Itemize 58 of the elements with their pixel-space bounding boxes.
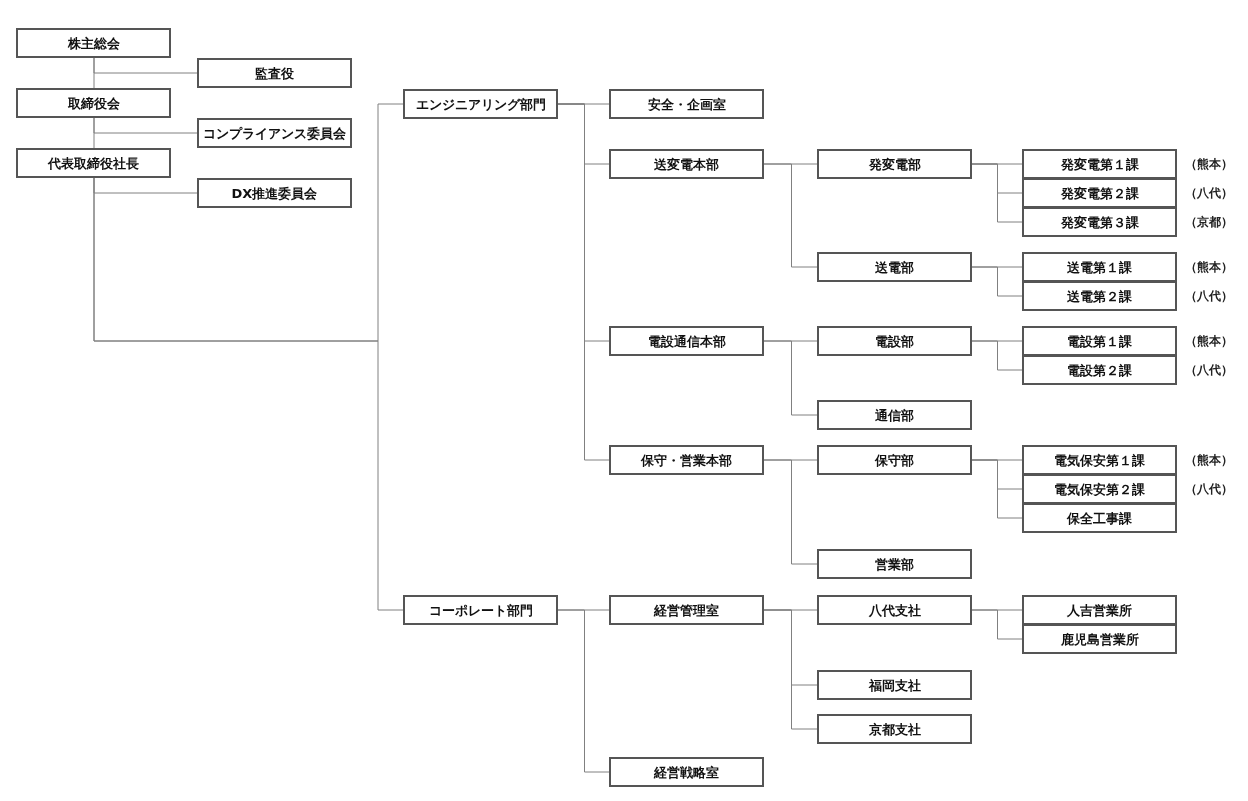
connector-line	[93, 117, 95, 149]
org-unit-box: 電設第１課	[1022, 326, 1177, 356]
connector-line	[763, 340, 818, 416]
connector-line	[93, 57, 95, 89]
org-unit-box: コーポレート部門	[403, 595, 558, 625]
org-unit-box: 通信部	[817, 400, 972, 430]
org-unit-box: 代表取締役社長	[16, 148, 171, 178]
connector-line	[763, 609, 818, 730]
org-unit-box: エンジニアリング部門	[403, 89, 558, 119]
connector-line	[971, 609, 1023, 640]
location-note: （八代）	[1185, 483, 1233, 495]
org-unit-box: 発変電第２課	[1022, 178, 1177, 208]
org-unit-box: 保守・営業本部	[609, 445, 764, 475]
org-unit-box: 八代支社	[817, 595, 972, 625]
org-unit-box: 電設第２課	[1022, 355, 1177, 385]
location-note: （八代）	[1185, 187, 1233, 199]
connector-line	[971, 266, 1023, 297]
org-unit-box: 取締役会	[16, 88, 171, 118]
org-unit-box: 経営戦略室	[609, 757, 764, 787]
org-unit-box: 人吉営業所	[1022, 595, 1177, 625]
org-unit-box: 電設部	[817, 326, 972, 356]
connector-line	[971, 163, 1023, 223]
org-unit-box: 福岡支社	[817, 670, 972, 700]
org-unit-box: 監査役	[197, 58, 352, 88]
org-unit-box: 送電第２課	[1022, 281, 1177, 311]
org-unit-box: 発変電第１課	[1022, 149, 1177, 179]
location-note: （八代）	[1185, 364, 1233, 376]
location-note: （京都）	[1185, 216, 1233, 228]
org-unit-box: 電気保安第１課	[1022, 445, 1177, 475]
connector-line	[557, 609, 610, 773]
org-unit-box: 電気保安第２課	[1022, 474, 1177, 504]
org-unit-box: 送変電本部	[609, 149, 764, 179]
org-unit-box: 発変電部	[817, 149, 972, 179]
org-unit-box: 経営管理室	[609, 595, 764, 625]
org-unit-box: DX推進委員会	[197, 178, 352, 208]
org-unit-box: 電設通信本部	[609, 326, 764, 356]
org-unit-box: 京都支社	[817, 714, 972, 744]
org-unit-box: 送電部	[817, 252, 972, 282]
location-note: （熊本）	[1185, 261, 1233, 273]
connector-line	[557, 103, 610, 461]
connector-line	[93, 177, 404, 611]
connector-line	[763, 163, 818, 268]
location-note: （熊本）	[1185, 158, 1233, 170]
org-unit-box: 保守部	[817, 445, 972, 475]
org-unit-box: 発変電第３課	[1022, 207, 1177, 237]
org-unit-box: 保全工事課	[1022, 503, 1177, 533]
org-unit-box: 安全・企画室	[609, 89, 764, 119]
location-note: （熊本）	[1185, 454, 1233, 466]
location-note: （熊本）	[1185, 335, 1233, 347]
org-unit-box: 営業部	[817, 549, 972, 579]
connector-line	[971, 340, 1023, 371]
org-unit-box: 送電第１課	[1022, 252, 1177, 282]
org-unit-box: 鹿児島営業所	[1022, 624, 1177, 654]
location-note: （八代）	[1185, 290, 1233, 302]
org-unit-box: 株主総会	[16, 28, 171, 58]
connector-line	[763, 459, 818, 565]
connector-line	[971, 459, 1023, 519]
org-unit-box: コンプライアンス委員会	[197, 118, 352, 148]
